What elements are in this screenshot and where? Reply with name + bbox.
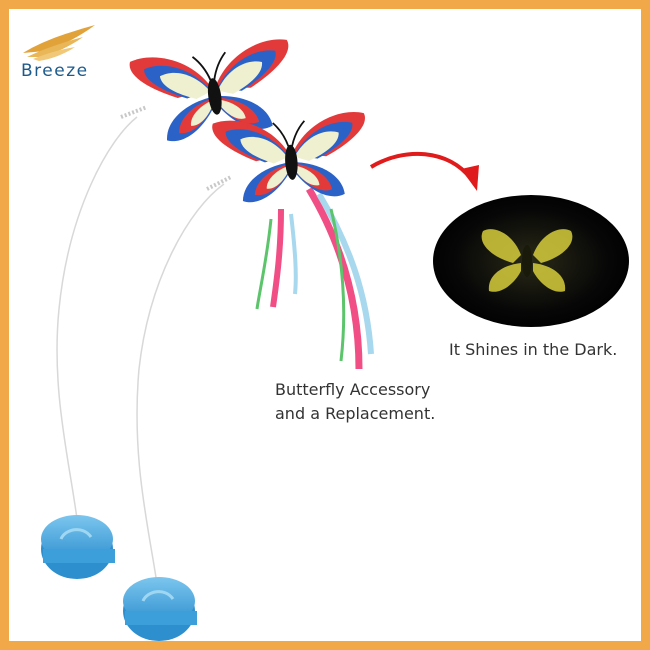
accessory-caption: Butterfly Accessory and a Replacement. — [275, 378, 435, 426]
wire-spring-right — [136, 183, 225, 585]
brand-name: Breeze — [21, 61, 89, 81]
spring-coil-right — [206, 175, 232, 191]
ribbon-green-right — [329, 208, 346, 362]
product-scene — [41, 36, 629, 641]
wire-spring-left — [56, 116, 138, 520]
accessory-caption-line-2: and a Replacement. — [275, 404, 436, 423]
suction-base-left — [41, 515, 115, 579]
accessory-caption-line-1: Butterfly Accessory — [275, 380, 431, 399]
arrow-to-glow — [369, 151, 473, 181]
spring-coil-left — [120, 105, 148, 119]
wing-logo-icon — [23, 25, 95, 61]
butterfly-accessory-2 — [210, 110, 372, 206]
glow-caption: It Shines in the Dark. — [449, 340, 618, 359]
brand-logo: Breeze — [19, 21, 99, 83]
arrow-head — [461, 165, 479, 191]
suction-base-right — [123, 577, 197, 641]
ribbon-light-blue-left — [289, 213, 298, 295]
ribbon-pink-right — [305, 187, 363, 370]
ribbon-light-blue-right — [316, 192, 374, 355]
ribbon-green — [255, 218, 273, 310]
glowing-butterfly — [481, 229, 573, 292]
ribbon-pink-left — [270, 208, 284, 308]
